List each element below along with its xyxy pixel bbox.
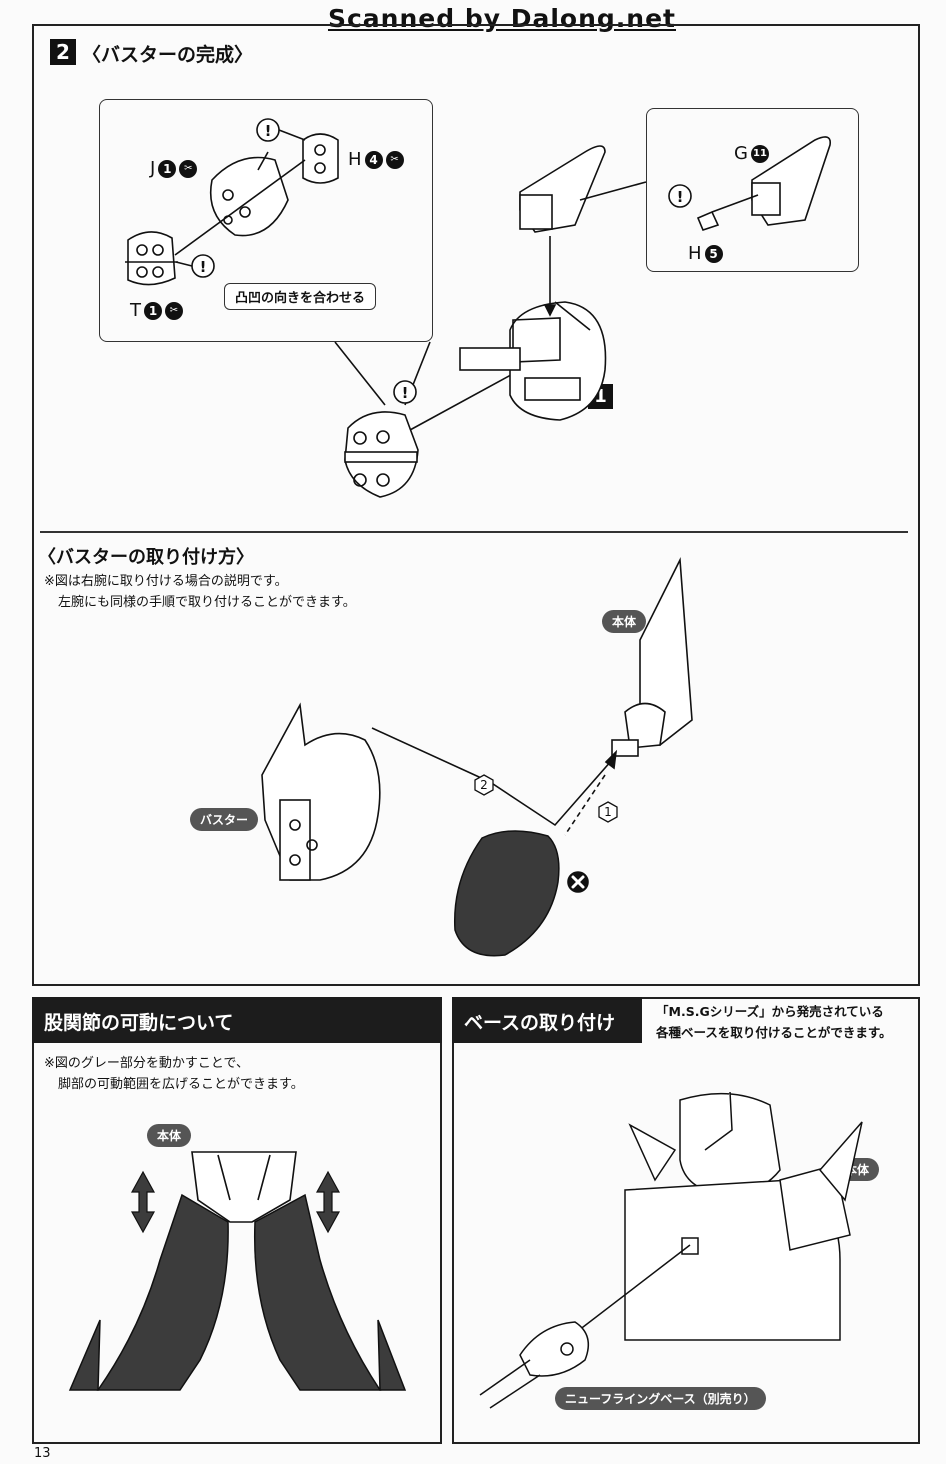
base-frame <box>452 997 920 1444</box>
body-label: 本体 <box>602 610 647 633</box>
cut-icon: ✂ <box>385 150 404 169</box>
base-header-text: ベースの取り付け <box>464 1012 616 1034</box>
part-number-badge: 4 <box>364 150 383 169</box>
hip-header: 股関節の可動について <box>32 997 442 1043</box>
fin-detail-box <box>646 108 859 272</box>
part-label-h4: H 4 ✂ <box>348 149 404 170</box>
svg-text:!: ! <box>402 384 409 402</box>
mount-note-2: 左腕にも同様の手順で取り付けることができます。 <box>58 595 356 610</box>
mount-illustration: 2 1 <box>261 557 693 957</box>
hip-body-label: 本体 <box>147 1124 192 1147</box>
part-number-badge: 1 <box>158 159 177 178</box>
cut-icon: ✂ <box>165 301 183 320</box>
section-number: 2 <box>50 39 76 65</box>
section-divider <box>40 531 908 533</box>
part-label-h5: H 5 <box>688 243 723 264</box>
base-header: ベースの取り付け <box>452 997 642 1043</box>
svg-text:!: ! <box>265 122 272 140</box>
assembly-illustration: !!!! <box>125 118 832 498</box>
section-title: 〈バスターの完成〉 <box>82 44 254 66</box>
assembly-frame <box>32 24 920 986</box>
step-2-marker: 2 <box>480 778 488 792</box>
flying-base-label: ニューフライングベース（別売り） <box>555 1387 766 1410</box>
svg-text:!: ! <box>200 258 207 276</box>
align-note: 凸凹の向きを合わせる <box>224 283 377 310</box>
scan-watermark: Scanned by Dalong.net <box>327 4 676 33</box>
base-note-1: 「M.S.Gシリーズ」から発売されている <box>656 1004 884 1019</box>
part-number-badge: 1 <box>144 301 162 320</box>
base-note-2: 各種ベースを取り付けることができます。 <box>656 1025 892 1040</box>
part-label-j: J 1 ✂ <box>150 158 198 179</box>
part-label-t: T 1 ✂ <box>130 300 183 321</box>
hip-note-1: ※図のグレー部分を動かすことで、 <box>44 1056 249 1071</box>
cut-icon: ✂ <box>179 159 198 178</box>
hip-header-text: 股関節の可動について <box>44 1012 234 1034</box>
buster-label: バスター <box>190 808 259 831</box>
page-number: 13 <box>34 1446 51 1461</box>
part-number-badge: 11 <box>750 144 769 163</box>
part-label-g: G 11 <box>734 143 769 164</box>
mount-note-1: ※図は右腕に取り付ける場合の説明です。 <box>44 574 288 589</box>
mount-title: 〈バスターの取り付け方〉 <box>38 547 254 568</box>
part-number-badge: 5 <box>704 244 723 263</box>
svg-text:!: ! <box>677 188 684 206</box>
joint-detail-box <box>99 99 433 342</box>
hip-note-2: 脚部の可動範囲を広げることができます。 <box>58 1077 304 1092</box>
step-1-marker: 1 <box>604 805 612 819</box>
